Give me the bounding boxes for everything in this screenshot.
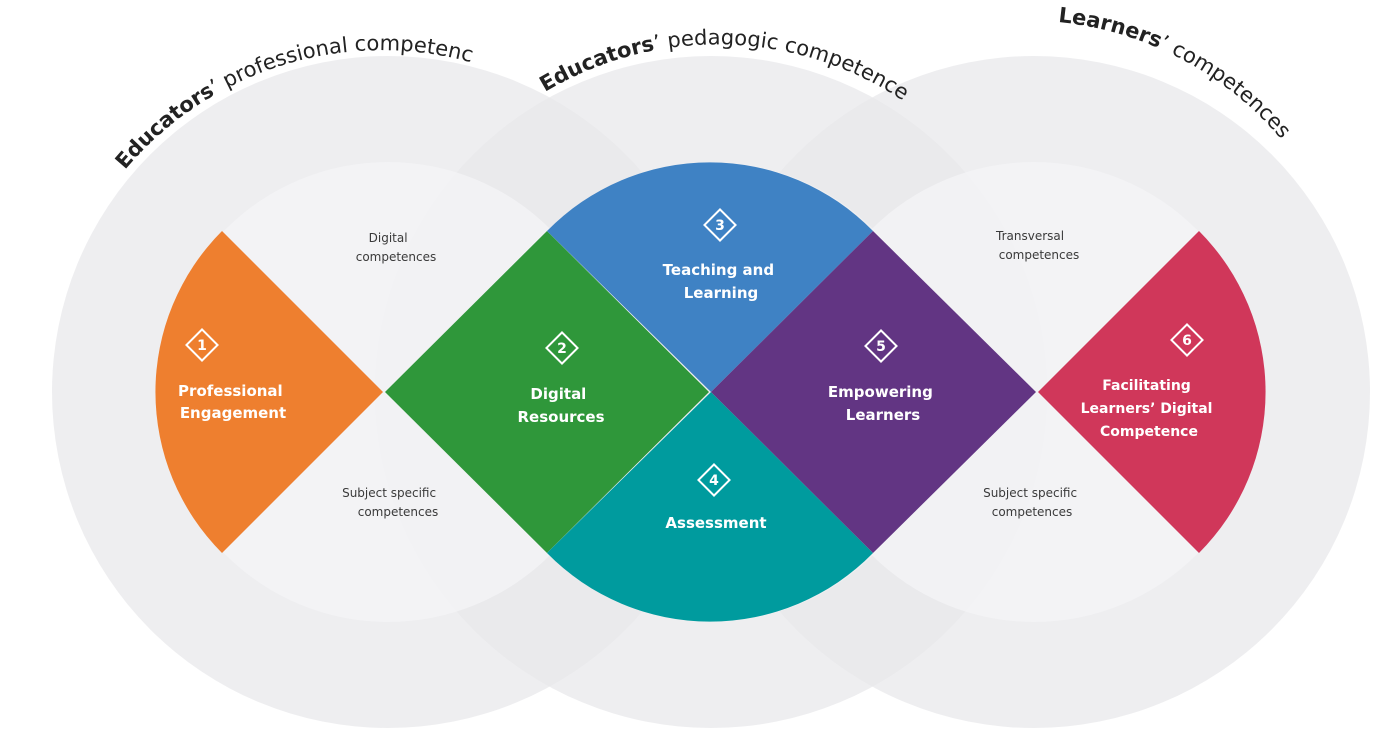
label-subject-specific-right: Subject specific competences (983, 486, 1081, 519)
area-6-shape (1038, 231, 1266, 553)
area-digital-resources[interactable]: 2 Digital Resources (385, 231, 709, 553)
area-6-badge-icon: 6 (1170, 323, 1204, 357)
svg-text:4: 4 (709, 473, 719, 489)
area-5-title: Empowering Learners (828, 383, 938, 424)
area-3-shape (547, 162, 873, 392)
area-1-badge-icon: 1 (185, 328, 219, 362)
area-2-shape (385, 231, 709, 553)
ring-labels: Digital competences Subject specific com… (342, 229, 1081, 519)
area-teaching-and-learning[interactable]: 3 Teaching and Learning (547, 162, 873, 392)
area-3-badge-icon: 3 (703, 208, 737, 242)
label-subject-specific-left: Subject specific competences (342, 486, 440, 519)
area-6-title: Facilitating Learners’ Digital Competenc… (1081, 378, 1218, 440)
area-assessment[interactable]: 4 Assessment (547, 392, 873, 622)
area-2-title: Digital Resources (517, 385, 604, 426)
area-1-shape (155, 231, 383, 553)
svg-text:2: 2 (557, 341, 567, 357)
area-empowering-learners[interactable]: 5 Empowering Learners (711, 231, 1036, 553)
label-transversal-competences: Transversal competences (995, 229, 1079, 262)
area-4-shape (547, 392, 873, 622)
area-5-shape (711, 231, 1036, 553)
label-digital-competences: Digital competences (356, 231, 437, 264)
svg-text:3: 3 (715, 218, 725, 234)
area-4-badge-icon: 4 (697, 463, 731, 497)
area-1-title: Professional Engagement (178, 382, 288, 422)
area-5-badge-icon: 5 (864, 329, 898, 363)
competence-areas: 1 Professional Engagement 2 Digital Reso… (155, 162, 1266, 622)
area-facilitating-learners-digital-competence[interactable]: 6 Facilitating Learners’ Digital Compete… (1038, 231, 1266, 553)
svg-text:5: 5 (876, 339, 886, 355)
area-professional-engagement[interactable]: 1 Professional Engagement (155, 231, 383, 553)
area-2-badge-icon: 2 (545, 331, 579, 365)
area-3-title: Teaching and Learning (663, 261, 780, 302)
svg-text:1: 1 (197, 338, 207, 354)
area-4-title: Assessment (665, 514, 766, 532)
svg-text:6: 6 (1182, 333, 1192, 349)
